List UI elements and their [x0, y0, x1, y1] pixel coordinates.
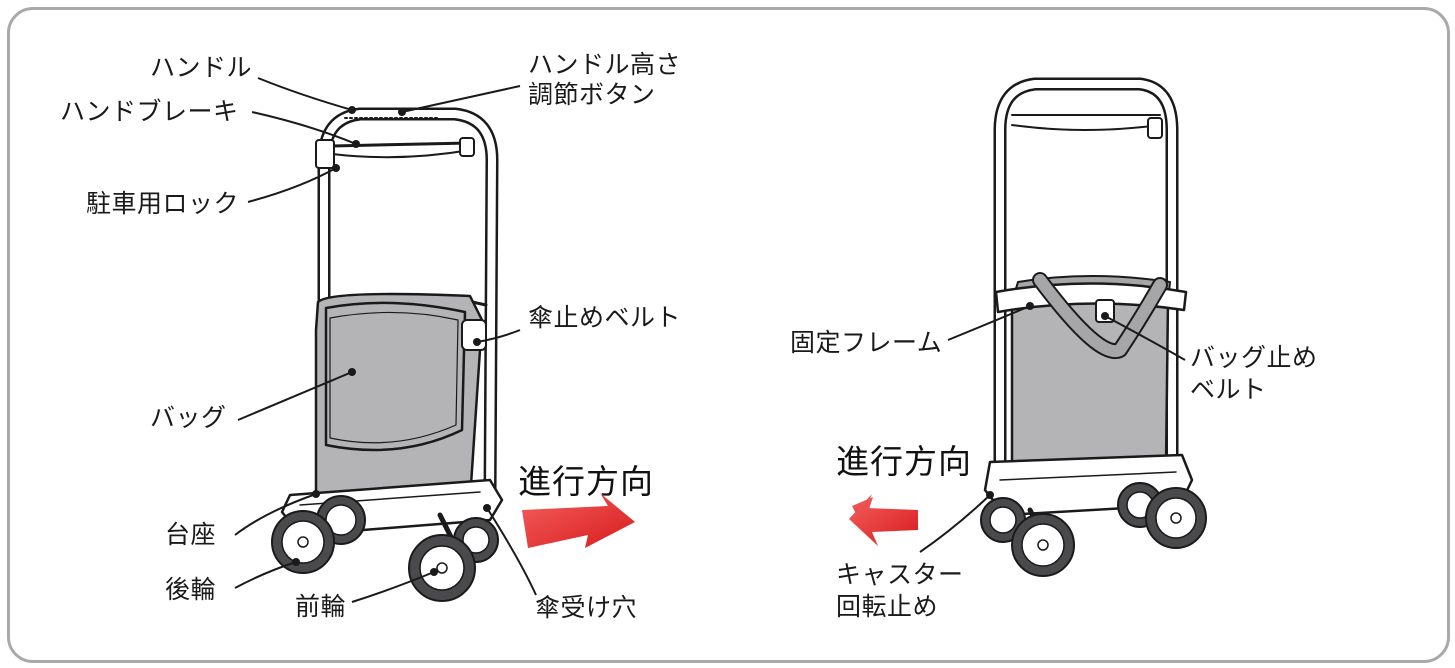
- label-handle: ハンドル: [150, 53, 253, 82]
- label-front-wheel: 前輪: [295, 592, 347, 621]
- label-bag: バッグ: [150, 403, 227, 432]
- direction-arrow-left: [852, 497, 920, 525]
- label-handle-height-2: 調節ボタン: [528, 80, 656, 109]
- left-cart: [271, 107, 504, 602]
- label-caster-stop-2: 回転止め: [836, 592, 939, 621]
- label-handle-height-1: ハンドル高さ: [528, 50, 682, 79]
- label-caster-stop-1: キャスター: [836, 560, 964, 589]
- leader-dots: [292, 106, 1109, 576]
- label-umbrella-hole: 傘受け穴: [535, 593, 638, 622]
- label-hand-brake: ハンドブレーキ: [60, 97, 239, 126]
- label-bag-belt-1: バッグ止め: [1190, 343, 1318, 372]
- diagram-frame: [7, 7, 1450, 663]
- label-base: 台座: [165, 520, 217, 549]
- label-parking-lock: 駐車用ロック: [86, 189, 240, 218]
- label-umbrella-belt: 傘止めベルト: [528, 303, 682, 332]
- label-bag-belt-2: ベルト: [1190, 375, 1267, 404]
- label-rear-wheel: 後輪: [165, 575, 217, 604]
- label-fixed-frame: 固定フレーム: [790, 328, 943, 357]
- right-cart: [980, 77, 1207, 577]
- direction-label-right-figure: 進行方向: [836, 442, 972, 481]
- direction-label-left-figure: 進行方向: [518, 462, 654, 501]
- direction-arrow-right: [522, 493, 635, 548]
